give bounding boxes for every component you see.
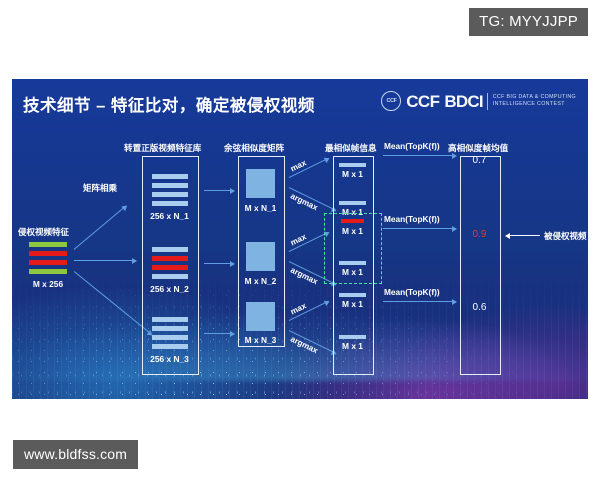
frame-dims-3: M x 1 <box>342 226 363 236</box>
frame-bar-5 <box>339 293 366 297</box>
db1-bar-2 <box>152 183 188 188</box>
column-title-similar-frames: 最相似帧信息 <box>325 143 377 153</box>
mean-topk-label-1: Mean(TopK(f)) <box>384 141 440 151</box>
cosine-square-1 <box>246 169 275 198</box>
arrow-mean-3 <box>383 301 456 303</box>
slide-title: 技术细节 – 特征比对，确定被侵权视频 <box>23 97 315 115</box>
db2-bar-3 <box>152 265 188 270</box>
watermark-top: TG: MYYJJPP <box>469 8 588 36</box>
logo-tagline-line2: INTELLIGENCE CONTEST <box>492 101 565 107</box>
mean-scores-container <box>460 156 501 375</box>
cosine-square-3 <box>246 302 275 331</box>
similar-frames-container <box>333 156 374 375</box>
db2-bar-2 <box>152 256 188 261</box>
result-label: 被侵权视频 <box>544 231 587 241</box>
selected-frames-highlight-box <box>324 213 382 284</box>
feature-db-bars-3 <box>152 317 188 351</box>
frame-dims-6: M x 1 <box>342 341 363 351</box>
frame-dims-2: M x 1 <box>342 207 363 217</box>
mean-topk-label-2: Mean(TopK(f)) <box>384 214 440 224</box>
db3-bar-3 <box>152 335 188 340</box>
db1-bar-4 <box>152 201 188 206</box>
logo-tagline-line1: CCF BIG DATA & COMPUTING <box>492 93 576 100</box>
input-feature-bars <box>29 242 67 276</box>
input-feature-label: 侵权视频特征 <box>18 227 70 237</box>
matmul-label: 矩阵相乘 <box>83 183 118 193</box>
arrow-db-to-cosine-3 <box>204 333 234 335</box>
frame-bar-1 <box>339 163 366 167</box>
cosine-dims-1: M x N_1 <box>244 203 277 213</box>
arrow-db-to-cosine-2 <box>204 263 234 265</box>
db3-bar-4 <box>152 344 188 349</box>
frame-dims-5: M x 1 <box>342 299 363 309</box>
logo-tagline: CCF BIG DATA & COMPUTING INTELLIGENCE CO… <box>493 94 576 108</box>
presentation-slide: 技术细节 – 特征比对，确定被侵权视频 CCF CCF BDCI CCF BIG… <box>12 79 588 399</box>
frame-dims-1: M x 1 <box>342 169 363 179</box>
input-bar-2 <box>29 251 67 256</box>
score-value-3: 0.6 <box>472 302 487 313</box>
mean-topk-label-3: Mean(TopK(f)) <box>384 287 440 297</box>
background-streaks <box>12 269 588 399</box>
frame-bar-3 <box>341 219 364 223</box>
frame-bar-2 <box>339 201 366 205</box>
logo-bdci-text: BDCI <box>444 92 488 110</box>
feature-db-container <box>142 156 199 375</box>
column-title-cosine-matrix: 余弦相似度矩阵 <box>224 143 285 153</box>
cosine-square-2 <box>246 242 275 271</box>
frame-bar-4 <box>339 261 366 265</box>
score-value-1: 0.7 <box>472 155 487 166</box>
frame-dims-4: M x 1 <box>342 267 363 277</box>
feature-db-dims-2: 256 x N_2 <box>150 284 189 294</box>
logo-ccf-text: CCF <box>406 91 440 111</box>
watermark-bottom: www.bldfss.com <box>13 440 139 469</box>
arrow-mean-2 <box>383 228 456 230</box>
score-value-2: 0.9 <box>472 229 487 240</box>
arrow-input-to-db-3 <box>73 271 153 336</box>
db2-bar-1 <box>152 247 188 252</box>
arrow-db-to-cosine-1 <box>204 190 234 192</box>
frame-bar-6 <box>339 335 366 339</box>
ccf-seal-text: CCF <box>386 98 397 104</box>
arrow-input-to-db-1 <box>73 205 127 251</box>
ccf-seal-icon: CCF <box>381 91 402 111</box>
input-bar-1 <box>29 242 67 247</box>
db1-bar-3 <box>152 192 188 197</box>
cosine-dims-3: M x N_3 <box>244 335 277 345</box>
input-feature-dims: M x 256 <box>32 279 64 289</box>
input-bar-3 <box>29 260 67 265</box>
feature-db-bars-1 <box>152 174 188 208</box>
feature-db-dims-1: 256 x N_1 <box>150 211 189 221</box>
arrow-mean-1 <box>383 155 456 157</box>
db2-bar-4 <box>152 274 188 279</box>
cosine-matrix-container <box>238 156 285 347</box>
db3-bar-2 <box>152 326 188 331</box>
feature-db-bars-2 <box>152 247 188 281</box>
input-bar-4 <box>29 269 67 274</box>
arrow-result-callout <box>506 235 540 237</box>
column-title-feature-db: 转置正版视频特征库 <box>124 143 202 153</box>
arrow-input-to-db-2 <box>74 260 136 262</box>
db3-bar-1 <box>152 317 188 322</box>
cosine-dims-2: M x N_2 <box>244 276 277 286</box>
db1-bar-1 <box>152 174 188 179</box>
feature-db-dims-3: 256 x N_3 <box>150 354 189 364</box>
column-title-mean-scores: 高相似度帧均值 <box>448 143 509 153</box>
ccf-bdci-logo: CCF CCF BDCI CCF BIG DATA & COMPUTING IN… <box>381 91 576 111</box>
